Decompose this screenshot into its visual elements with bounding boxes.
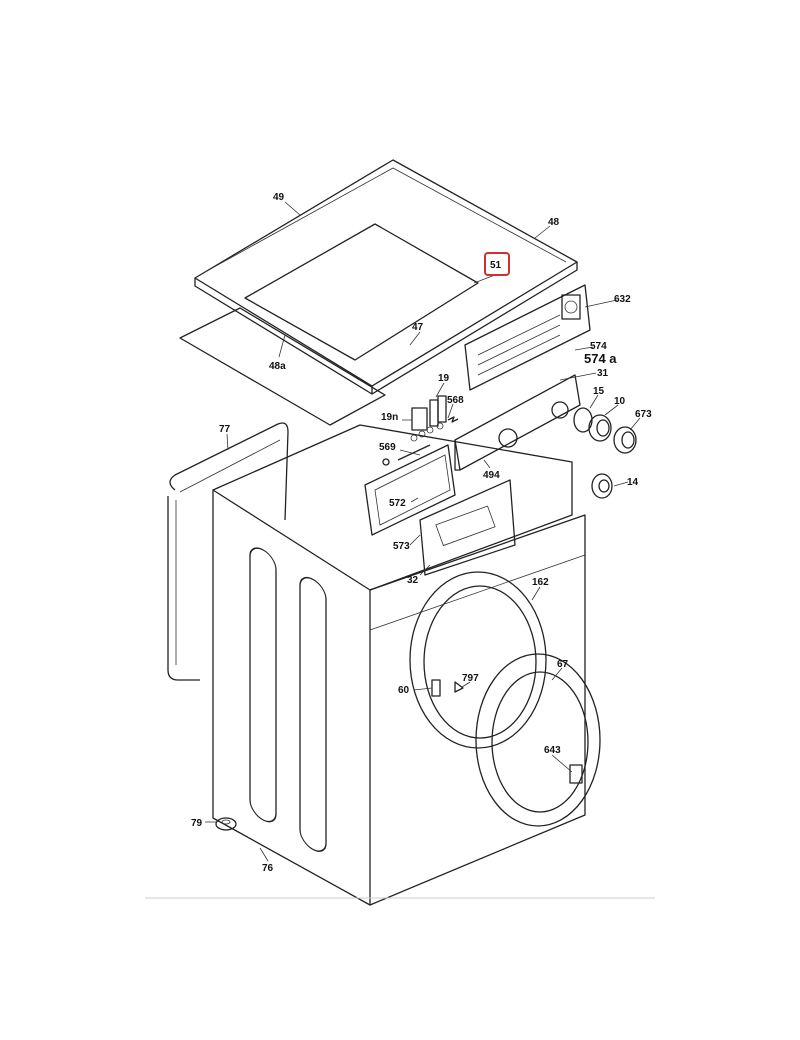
label-569: 569 — [379, 442, 396, 453]
label-162: 162 — [532, 577, 549, 588]
label-572: 572 — [389, 498, 406, 509]
label-76: 76 — [262, 863, 274, 874]
label-60: 60 — [398, 685, 410, 696]
label-797: 797 — [462, 673, 479, 684]
cabinet — [212, 424, 586, 906]
label-15: 15 — [593, 386, 605, 397]
label-48a: 48a — [269, 361, 286, 372]
label-19n: 19n — [381, 412, 398, 423]
lid-panel-47 — [244, 223, 479, 361]
buttons-19 — [410, 395, 459, 442]
dispenser — [364, 444, 516, 576]
label-10: 10 — [614, 396, 626, 407]
label-79: 79 — [191, 818, 203, 829]
highlight-box-51 — [484, 252, 510, 276]
label-49: 49 — [273, 192, 285, 203]
label-574: 574 — [590, 341, 607, 352]
control-panel — [464, 284, 591, 391]
foot-79 — [215, 817, 237, 831]
insulation-panel-48a — [179, 307, 386, 426]
label-19: 19 — [438, 373, 450, 384]
label-673: 673 — [635, 409, 652, 420]
label-568: 568 — [447, 395, 464, 406]
gasket-77 — [167, 422, 289, 681]
label-632: 632 — [614, 294, 631, 305]
label-47: 47 — [412, 322, 424, 333]
label-32: 32 — [407, 575, 419, 586]
label-31: 31 — [597, 368, 609, 379]
front-fascia-31 — [454, 374, 581, 471]
label-574a: 574 a — [584, 351, 617, 366]
knobs — [573, 407, 637, 499]
door-67 — [475, 653, 601, 827]
top-lid-frame — [194, 159, 578, 395]
label-48: 48 — [548, 217, 560, 228]
label-51: 51 — [490, 260, 502, 271]
door-opening — [409, 571, 547, 749]
label-573: 573 — [393, 541, 410, 552]
label-67: 67 — [557, 659, 569, 670]
label-14: 14 — [627, 477, 639, 488]
label-494: 494 — [483, 470, 500, 481]
leader-lines — [205, 201, 641, 862]
label-643: 643 — [544, 745, 561, 756]
label-77: 77 — [219, 424, 231, 435]
